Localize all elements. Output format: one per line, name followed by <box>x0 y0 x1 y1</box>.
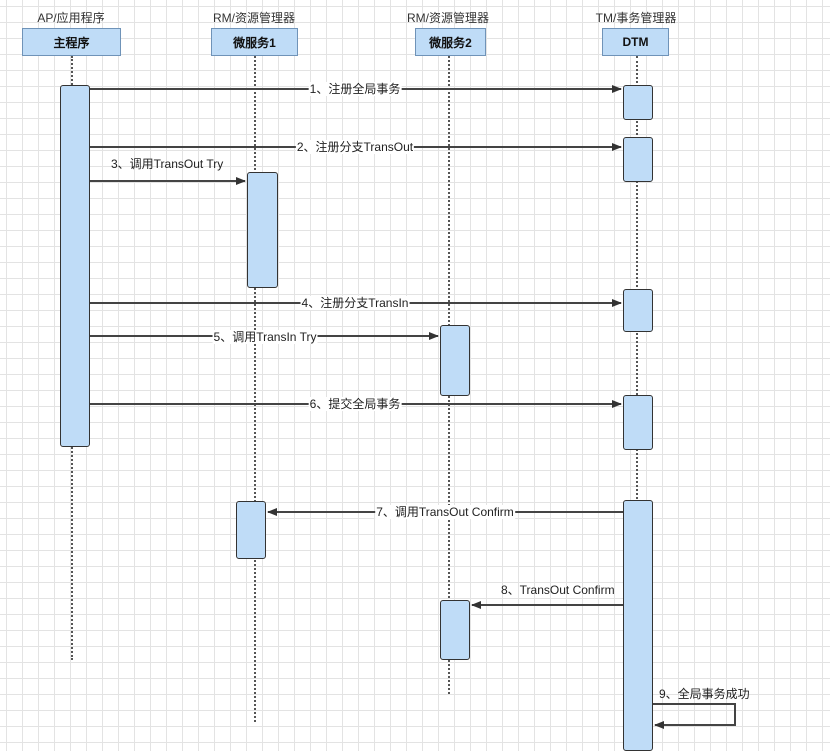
activation-dtm-4 <box>623 395 653 450</box>
participant-role-ap: AP/应用程序 <box>37 11 105 25</box>
message-label-8: 8、TransOut Confirm <box>501 583 615 597</box>
message-label-2: 2、注册分支TransOut <box>295 140 415 154</box>
activation-microservice-1-confirm <box>236 501 266 559</box>
message-label-4: 4、注册分支TransIn <box>300 296 410 310</box>
message-label-9: 9、全局事务成功 <box>659 687 750 701</box>
message-label-7: 7、调用TransOut Confirm <box>375 505 515 519</box>
message-label-1: 1、注册全局事务 <box>308 82 402 96</box>
participant-microservice-1[interactable]: 微服务1 <box>211 28 298 56</box>
message-label-3: 3、调用TransOut Try <box>111 157 224 171</box>
participant-main-program[interactable]: 主程序 <box>22 28 121 56</box>
participant-dtm[interactable]: DTM <box>602 28 669 56</box>
activation-dtm-1 <box>623 85 653 120</box>
activation-microservice-1-try <box>247 172 278 288</box>
activation-microservice-2-try <box>440 325 470 396</box>
message-label-5: 5、调用TransIn Try <box>212 330 318 344</box>
participant-role-rm2: RM/资源管理器 <box>407 11 489 25</box>
activation-dtm-3 <box>623 289 653 332</box>
message-label-6: 6、提交全局事务 <box>308 397 402 411</box>
arrow-9 <box>653 703 736 729</box>
participant-role-tm: TM/事务管理器 <box>595 11 677 25</box>
participant-role-rm1: RM/资源管理器 <box>213 11 295 25</box>
activation-main-program <box>60 85 90 447</box>
lifeline-microservice-1 <box>254 56 256 722</box>
activation-dtm-2 <box>623 137 653 182</box>
participant-microservice-2[interactable]: 微服务2 <box>415 28 486 56</box>
activation-microservice-2-confirm <box>440 600 470 660</box>
activation-dtm-5 <box>623 500 653 751</box>
